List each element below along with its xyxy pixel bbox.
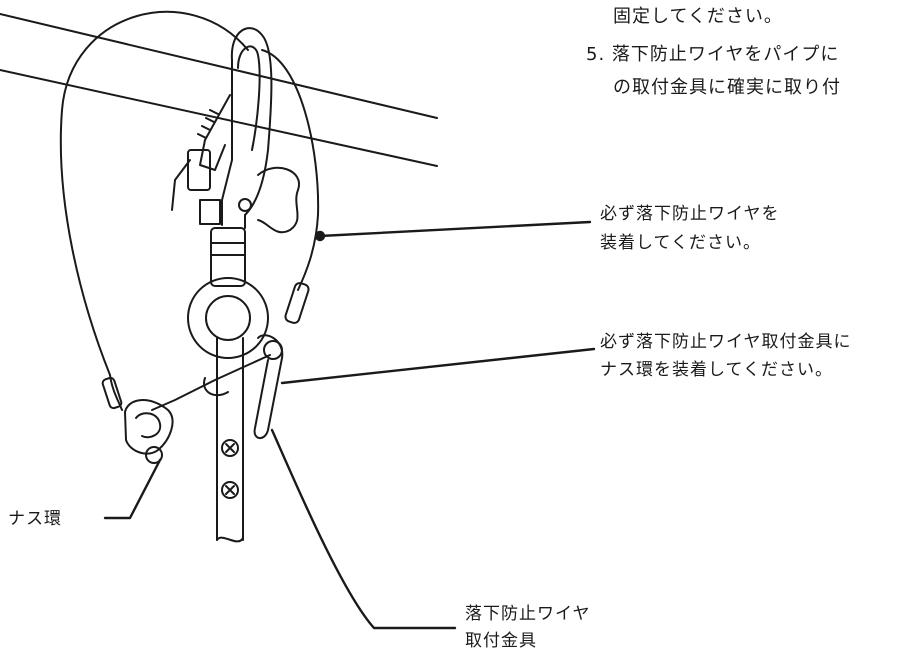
callout-wire-line1: 必ず落下防止ワイヤを bbox=[600, 204, 780, 224]
nasukan-chain bbox=[151, 354, 271, 411]
pole bbox=[216, 337, 244, 543]
instruction-step5-line1: 5. 落下防止ワイヤをパイプに bbox=[586, 44, 840, 65]
callout-bracket-line1: 必ず落下防止ワイヤ取付金具に bbox=[600, 332, 852, 352]
hook bbox=[221, 27, 273, 229]
wing-knob bbox=[257, 166, 301, 234]
callout-bracket-part-line1: 落下防止ワイヤ bbox=[465, 604, 591, 624]
nasukan bbox=[124, 399, 174, 464]
swivel-barrel bbox=[210, 227, 246, 287]
callout-bracket-line2: ナス環を装着してください。 bbox=[600, 360, 833, 380]
callout-nasukan: ナス環 bbox=[8, 509, 62, 529]
bracket-mount bbox=[253, 334, 284, 439]
callout-bracket-part-line2: 取付金具 bbox=[465, 631, 537, 651]
pipe bbox=[0, 13, 438, 167]
spring-lever bbox=[171, 94, 231, 225]
fall-prevention-wire-right bbox=[261, 49, 320, 291]
callout-leaders bbox=[103, 220, 596, 630]
instruction-step5-line2: の取付金具に確実に取り付 bbox=[613, 77, 841, 98]
fall-prevention-wire bbox=[59, 10, 249, 376]
eye-ring bbox=[187, 277, 269, 359]
callout-wire-line2: 装着してください。 bbox=[600, 233, 761, 253]
instruction-line-tail: 固定してください。 bbox=[613, 6, 783, 27]
